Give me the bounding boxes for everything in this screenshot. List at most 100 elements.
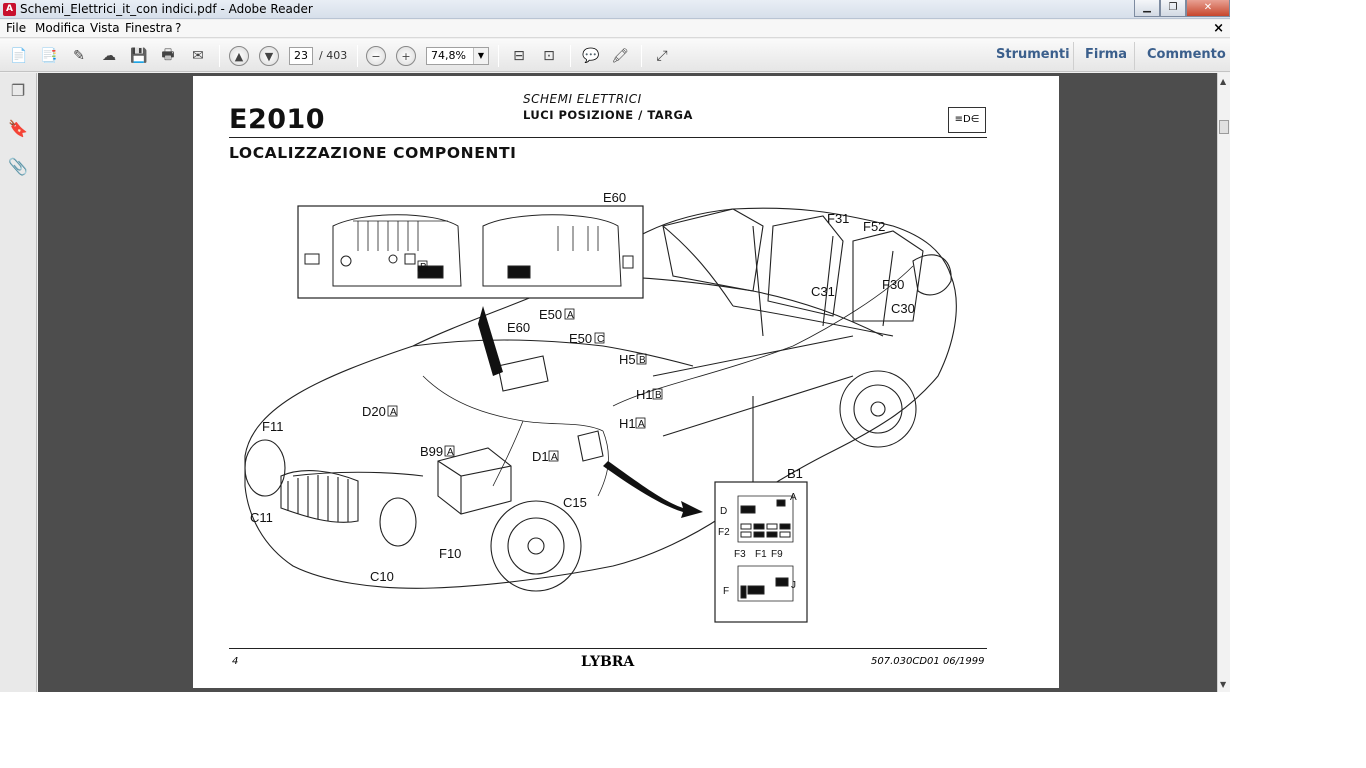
instrument-cluster (497, 355, 549, 392)
print-icon[interactable]: 🖶 (161, 47, 175, 63)
label-c30: C30 (891, 301, 915, 316)
label-c10: C10 (370, 569, 394, 584)
minimize-button[interactable]: ▁ (1134, 0, 1160, 17)
label-b1-f9: F9 (771, 549, 783, 560)
page-number-input[interactable]: 23 (289, 47, 313, 65)
label-b1-d: D (720, 506, 727, 517)
label-h5b: H5 (619, 352, 636, 367)
label-f11: F11 (262, 419, 283, 434)
highlight-icon[interactable]: 🖍 (611, 48, 629, 64)
fit-width-icon[interactable]: ⊟ (513, 48, 525, 64)
footer-reference: 507.030CD01 06/1999 (871, 656, 985, 667)
toolbar: 📄 📑 ✎ ☁ 💾 🖶 ✉ ▲ ▼ 23 / 403 − + 74,8%▼ ⊟ … (0, 39, 1230, 72)
scrollbar-thumb[interactable] (1219, 120, 1229, 134)
window-title: Schemi_Elettrici_it_con indici.pdf - Ado… (20, 2, 313, 16)
next-page-icon[interactable]: ▼ (259, 46, 279, 66)
menu-help[interactable]: ? (175, 21, 182, 35)
zoom-out-icon[interactable]: − (366, 46, 386, 66)
window-controls: ▁ ❐ ✕ (1134, 0, 1230, 18)
door-lines (652, 335, 854, 496)
footer-model: LYBRA (581, 654, 635, 670)
label-box-a2: A (638, 419, 645, 430)
vertical-scrollbar[interactable]: ▲ ▼ (1217, 73, 1230, 692)
scroll-up-icon[interactable]: ▲ (1220, 77, 1227, 86)
front-wheel (490, 500, 582, 592)
label-h1a: H1 (619, 416, 636, 431)
label-e60-top: E60 (603, 190, 626, 205)
document-category: SCHEMI ELETTRICI (523, 92, 642, 106)
label-b1-j: J (791, 580, 796, 591)
arrow-to-b1 (603, 461, 703, 518)
label-f52: F52 (863, 219, 885, 234)
headlight-left (244, 439, 286, 497)
page-total: / 403 (319, 49, 348, 62)
label-f31: F31 (827, 211, 849, 226)
label-b1-f3: F3 (734, 549, 746, 560)
adobe-reader-window: A Schemi_Elettrici_it_con indici.pdf - A… (0, 0, 1230, 692)
label-b1: B1 (787, 466, 803, 481)
scroll-down-icon[interactable]: ▼ (1220, 680, 1227, 689)
document-subtitle: LUCI POSIZIONE / TARGA (523, 108, 693, 122)
title-bar: A Schemi_Elettrici_it_con indici.pdf - A… (0, 0, 1230, 19)
chevron-down-icon[interactable]: ▼ (473, 48, 488, 64)
label-box-b3: B (420, 262, 427, 273)
comment-link[interactable]: Commento (1147, 47, 1226, 62)
restore-button[interactable]: ❐ (1160, 0, 1186, 17)
e60-inset (297, 205, 644, 299)
pdf-icon: A (3, 3, 16, 16)
label-d20a: D20 (362, 404, 386, 419)
create-pdf-icon[interactable]: 📄 (10, 48, 28, 64)
rear-wheel (839, 370, 917, 448)
menu-vista[interactable]: Vista (90, 21, 120, 35)
label-box-a4: A (447, 447, 454, 458)
zoom-in-icon[interactable]: + (396, 46, 416, 66)
header-rule (229, 137, 987, 138)
footer-page-number: 4 (232, 656, 239, 667)
label-c15: C15 (563, 495, 587, 510)
email-icon[interactable]: ✉ (192, 48, 204, 64)
fullscreen-icon[interactable]: ⤢ (656, 48, 668, 64)
door-pillars (752, 225, 894, 337)
battery (437, 447, 512, 515)
pdf-page: E2010 SCHEMI ELETTRICI LUCI POSIZIONE / … (193, 76, 1059, 688)
tools-link[interactable]: Strumenti (996, 47, 1070, 62)
label-box-a5: A (551, 452, 558, 463)
light-symbol-icon: ≡D∈ (948, 107, 986, 133)
label-box-b2: B (655, 390, 662, 401)
headlight-right (379, 497, 417, 547)
comment-icon[interactable]: 💬 (582, 48, 600, 64)
label-b99a: B99 (420, 444, 443, 459)
pages-icon[interactable]: ❐ (10, 81, 26, 100)
label-c31: C31 (811, 284, 835, 299)
save-icon[interactable]: 💾 (130, 48, 148, 64)
menu-file[interactable]: File (6, 21, 27, 35)
section-title: LOCALIZZAZIONE COMPONENTI (229, 144, 517, 162)
upload-icon[interactable]: ☁ (102, 48, 116, 64)
sign-link[interactable]: Firma (1085, 47, 1128, 62)
label-box-a1: A (567, 310, 574, 321)
previous-page-icon[interactable]: ▲ (229, 46, 249, 66)
label-b1-a: A (790, 492, 797, 503)
label-c11: C11 (250, 510, 273, 525)
edit-icon[interactable]: ✎ (73, 48, 85, 64)
close-document-icon[interactable]: × (1213, 21, 1224, 36)
bookmarks-icon[interactable]: 🔖 (8, 119, 28, 138)
combine-icon[interactable]: 📑 (40, 48, 58, 64)
attachments-icon[interactable]: 📎 (8, 157, 28, 176)
hood-line (412, 339, 694, 367)
label-f30: F30 (882, 277, 904, 292)
fit-page-icon[interactable]: ⊡ (543, 48, 555, 64)
label-d1a: D1 (532, 449, 549, 464)
zoom-select[interactable]: 74,8%▼ (426, 47, 489, 65)
menu-finestra[interactable]: Finestra (125, 21, 173, 35)
close-button[interactable]: ✕ (1186, 0, 1230, 17)
label-box-c: C (597, 334, 604, 345)
label-b1-f2: F2 (718, 527, 730, 538)
a-pillar (662, 225, 734, 307)
label-h1b: H1 (636, 387, 653, 402)
label-b1-f: F (723, 586, 729, 597)
menu-modifica[interactable]: Modifica (35, 21, 86, 35)
footer-rule (229, 648, 987, 649)
component-location-diagram: E60 F31 F52 C31 F30 C30 E50 E60 E50 H5 H… (244, 190, 957, 623)
label-e50a: E50 (539, 307, 562, 322)
